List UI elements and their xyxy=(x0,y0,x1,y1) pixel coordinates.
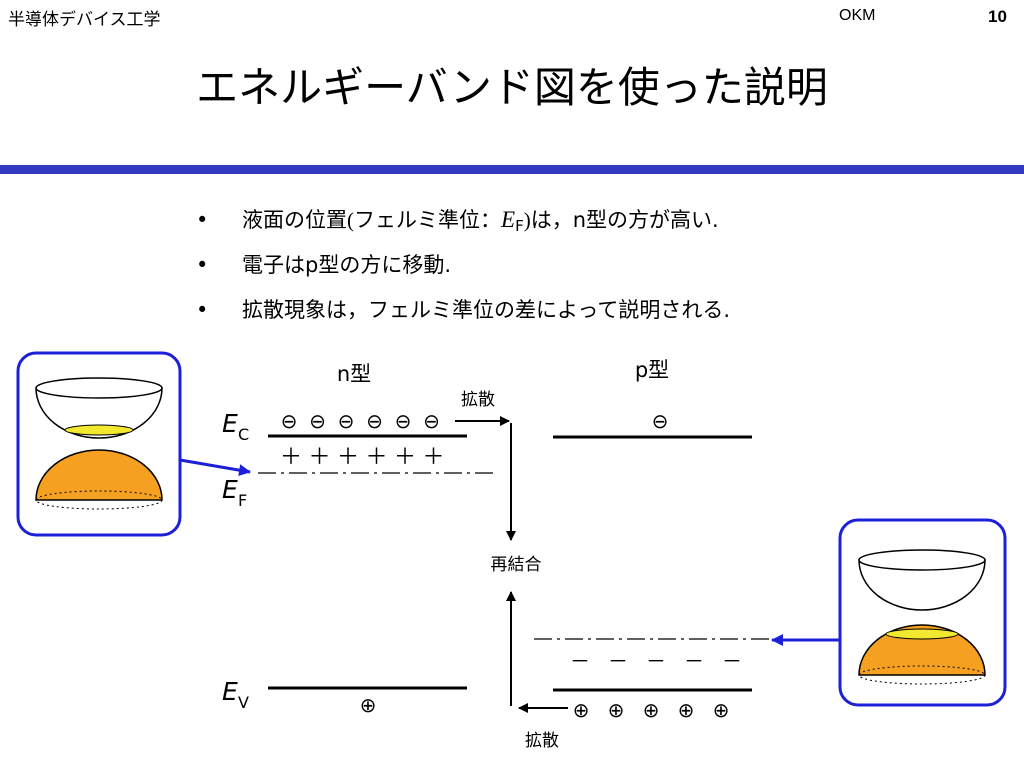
slide-title: エネルギーバンド図を使った説明 xyxy=(196,63,828,112)
p-type-label: p型 xyxy=(635,358,669,382)
hole-symbol: ⊕ xyxy=(360,693,377,717)
donor-ion-symbol: ＋ xyxy=(365,445,387,470)
recombination-label: 再結合 xyxy=(491,555,542,575)
electron-symbol: ⊖ xyxy=(281,409,298,433)
hole-symbol: ⊕ xyxy=(678,698,695,722)
p-acceptor-ions: － － － － － xyxy=(570,649,742,673)
svg-text:V: V xyxy=(238,693,249,712)
hole-symbol: ⊕ xyxy=(608,698,625,722)
ef-label: E F xyxy=(222,475,247,510)
n-electrons: ⊖ ⊖ ⊖ ⊖ ⊖ ⊖ xyxy=(281,409,440,433)
svg-text:E: E xyxy=(222,475,238,504)
author-label: OKM xyxy=(839,7,876,24)
p-holes: ⊕ ⊕ ⊕ ⊕ ⊕ xyxy=(573,698,730,722)
donor-ion-symbol: ＋ xyxy=(280,445,302,470)
bullet-dot: • xyxy=(196,208,209,232)
donor-ion-symbol: ＋ xyxy=(394,445,416,470)
electron-symbol: ⊖ xyxy=(309,409,326,433)
page-number: 10 xyxy=(988,7,1007,26)
n-holes: ⊕ xyxy=(360,693,377,717)
bullet-dot: • xyxy=(196,253,209,277)
donor-ion-symbol: ＋ xyxy=(422,445,444,470)
hole-symbol: ⊕ xyxy=(573,698,590,722)
diffusion-label-top: 拡散 xyxy=(461,390,495,410)
hole-symbol: ⊕ xyxy=(713,698,730,722)
electron-symbol: ⊖ xyxy=(395,409,412,433)
svg-text:F: F xyxy=(238,491,247,510)
acceptor-ion-symbol: － xyxy=(684,649,704,673)
n-type-liquid-illustration xyxy=(16,351,182,537)
donor-ion-symbol: ＋ xyxy=(337,445,359,470)
n-donor-ions: ＋＋＋＋＋＋ xyxy=(280,445,445,470)
callout-arrow-left xyxy=(179,458,251,477)
bullet-dot: • xyxy=(196,298,209,322)
hole-symbol: ⊕ xyxy=(643,698,660,722)
acceptor-ion-symbol: － xyxy=(608,649,628,673)
acceptor-ion-symbol: － xyxy=(722,649,742,673)
donor-ion-symbol: ＋ xyxy=(308,445,330,470)
electron-symbol: ⊖ xyxy=(652,409,669,433)
bullet-text-1: 液面の位置(フェルミ準位：EF)は，n型の方が高い. xyxy=(242,207,719,235)
electron-symbol: ⊖ xyxy=(366,409,383,433)
svg-text:C: C xyxy=(238,425,249,444)
acceptor-ion-symbol: － xyxy=(570,649,590,673)
svg-text:E: E xyxy=(222,677,238,706)
course-title: 半導体デバイス工学 xyxy=(8,10,161,30)
svg-text:E: E xyxy=(222,409,238,438)
bullet-text-2: 電子はp型の方に移動. xyxy=(242,253,452,277)
n-type-label: n型 xyxy=(337,362,371,386)
ev-label: E V xyxy=(222,677,249,712)
electron-symbol: ⊖ xyxy=(338,409,355,433)
diffusion-label-bottom: 拡散 xyxy=(525,731,559,751)
electron-symbol: ⊖ xyxy=(423,409,440,433)
bullet-text-3: 拡散現象は，フェルミ準位の差によって説明される. xyxy=(242,298,730,322)
ec-label: E C xyxy=(222,409,249,444)
acceptor-ion-symbol: － xyxy=(646,649,666,673)
title-divider xyxy=(0,165,1024,174)
p-type-liquid-illustration xyxy=(838,518,1007,707)
p-electrons: ⊖ xyxy=(652,409,669,433)
